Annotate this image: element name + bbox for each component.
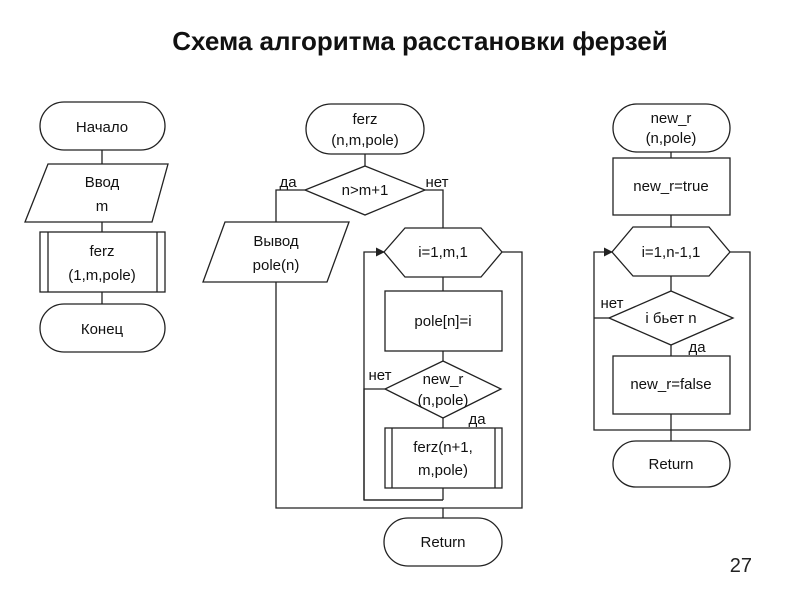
newr-return-terminator bbox=[612, 440, 731, 488]
ferz-return-terminator bbox=[383, 517, 503, 567]
newr-loop-return-arrow bbox=[593, 247, 671, 431]
ferz-cond2-line1: new_r bbox=[423, 371, 464, 388]
main-flow: Начало Ввод m ferz (1,m,pole) Конец bbox=[24, 101, 169, 353]
ferz-cond2-line2: (n,pole) bbox=[418, 392, 469, 409]
main-call-line2: (1,m,pole) bbox=[68, 267, 136, 284]
main-input-parallelogram bbox=[24, 163, 169, 223]
newr-assign2-label: new_r=false bbox=[630, 376, 711, 393]
ferz-no-connector bbox=[425, 189, 444, 228]
ferz-loop-exit-line bbox=[443, 251, 523, 509]
ferz-cond-no-label: нет bbox=[426, 174, 449, 191]
newr-assign1-process bbox=[612, 157, 731, 216]
main-call-process bbox=[39, 231, 166, 293]
ferz-assign-label: pole[n]=i bbox=[414, 313, 471, 330]
ferz-cond-label: n>m+1 bbox=[342, 182, 389, 199]
newr-return-label: Return bbox=[648, 456, 693, 473]
page-number: 27 bbox=[729, 555, 752, 577]
main-call-line1: ferz bbox=[89, 243, 114, 260]
ferz-loop-return-arrow bbox=[363, 247, 385, 500]
ferz-cond-decision bbox=[303, 165, 427, 216]
newr-start-line1: new_r bbox=[651, 110, 692, 127]
newr-cond-label: i бьет n bbox=[645, 310, 696, 327]
main-end-terminator bbox=[39, 303, 166, 353]
ferz-cond2-decision bbox=[383, 360, 503, 419]
newr-start-line2: (n,pole) bbox=[646, 130, 697, 147]
ferz-call-process bbox=[384, 427, 503, 489]
newr-cond-no-label: нет bbox=[601, 295, 624, 312]
ferz-cond2-no-label: нет bbox=[369, 367, 392, 384]
ferz-return-label: Return bbox=[420, 534, 465, 551]
ferz-output-merge-line bbox=[275, 282, 443, 509]
newr-cond-yes-label: да bbox=[688, 339, 706, 356]
ferz-call-line2: m,pole) bbox=[418, 462, 468, 479]
ferz-start-line1: ferz bbox=[352, 111, 377, 128]
ferz-cond2-yes-label: да bbox=[468, 411, 486, 428]
newr-loop-exit-line bbox=[671, 251, 751, 431]
ferz-cond-yes-label: да bbox=[279, 174, 297, 191]
ferz-output-line1: Вывод bbox=[253, 233, 299, 250]
ferz-flow: ferz (n,m,pole) n>m+1 да нет Вывод pole(… bbox=[202, 103, 523, 567]
ferz-loop-label: i=1,m,1 bbox=[418, 244, 468, 261]
newr-flow: new_r (n,pole) new_r=true i=1,n-1,1 i бь… bbox=[593, 103, 751, 488]
newr-assign1-label: new_r=true bbox=[633, 178, 708, 195]
ferz-output-parallelogram bbox=[202, 221, 350, 283]
ferz-yes-connector bbox=[275, 189, 305, 222]
main-start-label: Начало bbox=[76, 119, 128, 136]
ferz-output-line2: pole(n) bbox=[253, 257, 300, 274]
ferz-call-line1: ferz(n+1, bbox=[413, 439, 473, 456]
ferz-assign-process bbox=[384, 290, 503, 352]
ferz-start-line2: (n,m,pole) bbox=[331, 132, 399, 149]
newr-loop-label: i=1,n-1,1 bbox=[642, 244, 701, 261]
main-end-label: Конец bbox=[81, 321, 124, 338]
slide-title: Схема алгоритма расстановки ферзей bbox=[172, 26, 668, 56]
main-input-line1: Ввод bbox=[85, 174, 120, 191]
main-input-line2: m bbox=[96, 198, 109, 215]
